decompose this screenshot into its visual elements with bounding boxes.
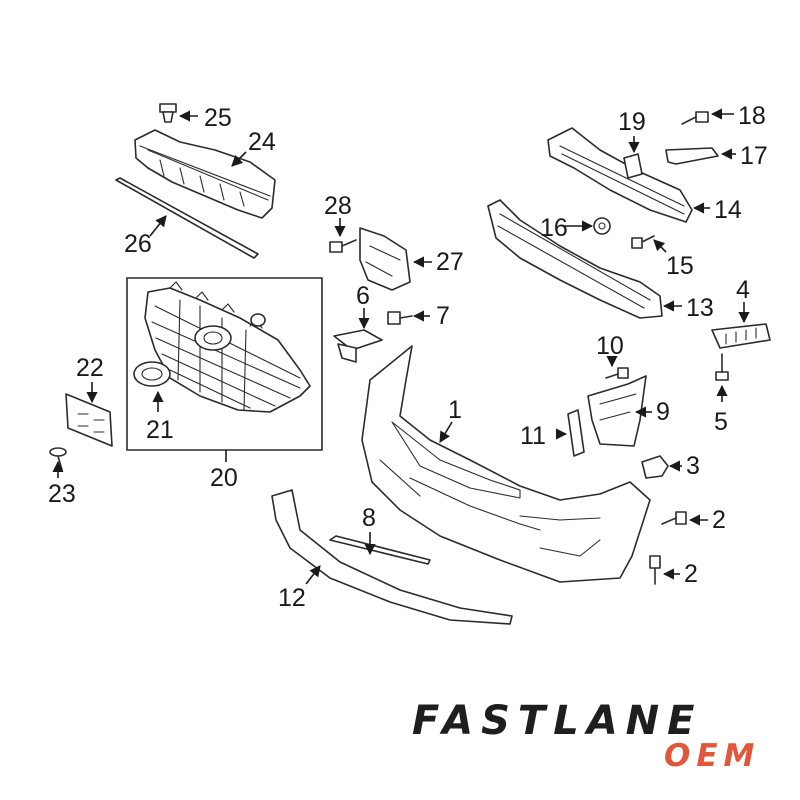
part-17-bracket bbox=[665, 147, 719, 165]
callout-2a: 2 bbox=[712, 506, 726, 534]
part-2-screw-b bbox=[649, 555, 661, 585]
part-21-emblem bbox=[133, 361, 171, 387]
callout-25: 25 bbox=[204, 104, 232, 132]
brand-name: FASTLANE bbox=[412, 698, 702, 744]
part-14-reinforcement bbox=[547, 127, 693, 223]
leader-1 bbox=[439, 421, 453, 443]
leader-24 bbox=[231, 151, 247, 167]
callout-24: 24 bbox=[248, 128, 276, 156]
part-20-grille-assembly bbox=[126, 277, 323, 451]
part-18-bolt bbox=[681, 111, 709, 125]
part-15-bolt bbox=[631, 235, 655, 249]
callout-21: 21 bbox=[146, 416, 174, 444]
leader-15 bbox=[653, 239, 667, 253]
brand-sub: OEM bbox=[664, 738, 760, 774]
part-22-plate-bracket bbox=[65, 393, 113, 447]
part-28-bolt bbox=[329, 239, 357, 253]
callout-22: 22 bbox=[76, 354, 104, 382]
callout-6: 6 bbox=[356, 282, 370, 310]
part-9-bracket bbox=[587, 375, 647, 447]
callout-23: 23 bbox=[48, 480, 76, 508]
callout-27: 27 bbox=[436, 248, 464, 276]
callout-3: 3 bbox=[686, 452, 700, 480]
callout-20: 20 bbox=[210, 464, 238, 492]
callout-leaders bbox=[52, 108, 750, 585]
callout-18: 18 bbox=[738, 102, 766, 130]
fastlane-oem-logo: FASTLANE OEM bbox=[412, 698, 760, 774]
callout-13: 13 bbox=[686, 294, 714, 322]
callout-8: 8 bbox=[362, 504, 376, 532]
callout-4: 4 bbox=[736, 276, 750, 304]
callout-5: 5 bbox=[714, 408, 728, 436]
callout-16: 16 bbox=[540, 214, 568, 242]
callout-19: 19 bbox=[618, 108, 646, 136]
callout-11: 11 bbox=[520, 422, 546, 450]
callout-1: 1 bbox=[448, 396, 462, 424]
callout-10: 10 bbox=[596, 332, 624, 360]
part-24-upper-bracket bbox=[134, 129, 276, 219]
part-4-reflector bbox=[711, 323, 771, 349]
part-2-screw-a bbox=[661, 511, 687, 525]
part-26-strip bbox=[115, 177, 259, 259]
part-1-bumper-cover bbox=[361, 345, 651, 583]
callout-2b: 2 bbox=[684, 560, 698, 588]
callout-labels: 25 24 26 28 27 6 7 22 21 20 23 1 8 12 16… bbox=[48, 102, 768, 612]
part-10-screw bbox=[605, 367, 629, 379]
callout-26: 26 bbox=[124, 230, 152, 258]
part-27-bracket bbox=[359, 227, 411, 291]
part-11-strip bbox=[567, 409, 585, 457]
part-12-lower-lip bbox=[271, 489, 513, 625]
callout-28: 28 bbox=[324, 192, 352, 220]
leader-12 bbox=[305, 565, 321, 585]
part-6-clip bbox=[333, 329, 383, 363]
part-5-screw bbox=[715, 353, 729, 381]
callout-14: 14 bbox=[714, 196, 742, 224]
part-19-bracket bbox=[623, 153, 643, 179]
part-7-bolt bbox=[387, 311, 413, 325]
callout-9: 9 bbox=[656, 398, 670, 426]
part-25-clip bbox=[159, 103, 177, 123]
part-3-clip bbox=[641, 455, 669, 479]
callout-15: 15 bbox=[666, 252, 694, 280]
part-13-absorber bbox=[487, 199, 663, 319]
part-8-molding bbox=[329, 535, 431, 565]
part-16-nut bbox=[593, 217, 611, 235]
callout-12: 12 bbox=[278, 584, 306, 612]
leader-26 bbox=[149, 215, 167, 237]
callout-17: 17 bbox=[740, 142, 768, 170]
callout-7: 7 bbox=[436, 302, 450, 330]
